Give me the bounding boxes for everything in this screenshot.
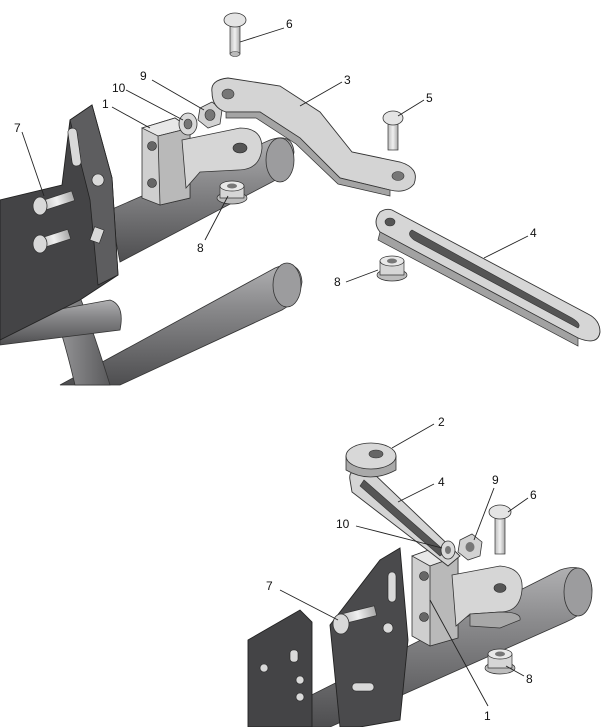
washer-2 (345, 442, 397, 478)
bracket-hole (91, 173, 105, 187)
bracket-hole-d (382, 622, 394, 634)
top-view: 6 9 3 10 1 5 7 4 8 8 (0, 12, 601, 386)
washer-10-assembled (440, 540, 456, 560)
bracket-slot-c (351, 682, 375, 692)
leader-9b (473, 487, 495, 541)
nut-9-assembled (457, 533, 483, 561)
callout-4-assembled: 4 (438, 475, 445, 489)
leader-7b (279, 589, 339, 621)
side-bracket-rear-assembled (329, 547, 409, 727)
callout-4: 4 (530, 226, 537, 240)
side-bracket-plate-assembled (247, 609, 313, 727)
washer-10 (178, 112, 198, 136)
part-4-slotted-link-assembled (349, 469, 461, 567)
bracket-square-hole (89, 226, 105, 244)
tube-end-upper (265, 137, 295, 183)
leader-8b (345, 269, 379, 283)
bolt-6-assembled (488, 504, 512, 555)
callout-2: 2 (438, 415, 445, 429)
flange-nut-8-upper (216, 180, 248, 205)
bracket-slot-b (289, 649, 299, 663)
bracket-slot (67, 127, 82, 167)
leader-1 (111, 106, 151, 129)
leader-3 (299, 81, 343, 107)
part-3-offset-arm (211, 77, 416, 197)
side-bracket-face (69, 104, 119, 286)
leader-2 (391, 423, 435, 449)
bolt-6 (223, 12, 247, 57)
bolt-7-upper (32, 190, 76, 216)
leader-4b (397, 483, 435, 503)
frame-tube-horizontal (0, 299, 122, 346)
part-1-mount-block (140, 117, 263, 206)
bracket-hole-a (295, 675, 305, 685)
callout-8-lower: 8 (334, 275, 341, 289)
callout-1-assembled: 1 (484, 709, 491, 723)
leader-10b (355, 525, 443, 549)
part-4-slotted-link (375, 208, 601, 347)
bottom-view: 2 4 9 6 10 7 8 1 (247, 415, 593, 727)
part-1-mount-block-assembled (411, 545, 523, 647)
callout-10: 10 (112, 81, 126, 95)
callout-9: 9 (140, 69, 147, 83)
leader-7 (21, 131, 45, 197)
leader-4 (483, 235, 529, 259)
callout-8-assembled: 8 (526, 672, 533, 686)
tube-end-lower (272, 262, 302, 308)
leader-8c (505, 665, 525, 677)
flange-nut-8-assembled (484, 648, 516, 675)
bolt-5 (382, 110, 404, 151)
leader-8a (204, 195, 229, 241)
callout-5: 5 (426, 91, 433, 105)
bolt-7-lower (32, 228, 72, 254)
callout-3: 3 (344, 73, 351, 87)
nut-9 (197, 101, 223, 129)
bracket-hole-b (295, 692, 305, 702)
callout-7-assembled: 7 (266, 579, 273, 593)
leader-6 (239, 27, 285, 43)
leader-10 (125, 89, 184, 121)
bracket-hole-c (259, 663, 269, 673)
leader-5 (397, 99, 425, 117)
callout-8-upper: 8 (197, 241, 204, 255)
leader-9 (151, 79, 205, 111)
callout-1: 1 (102, 97, 109, 111)
callout-6-assembled: 6 (530, 488, 537, 502)
leader-1b (429, 599, 489, 707)
bracket-slot-a (387, 571, 397, 603)
flange-nut-8-lower (376, 255, 408, 282)
callout-6: 6 (286, 17, 293, 31)
tube-end-assembled (563, 567, 593, 617)
callout-7: 7 (14, 121, 21, 135)
leader-6b (507, 497, 529, 513)
callout-9-assembled: 9 (492, 473, 499, 487)
callout-10-assembled: 10 (336, 517, 350, 531)
